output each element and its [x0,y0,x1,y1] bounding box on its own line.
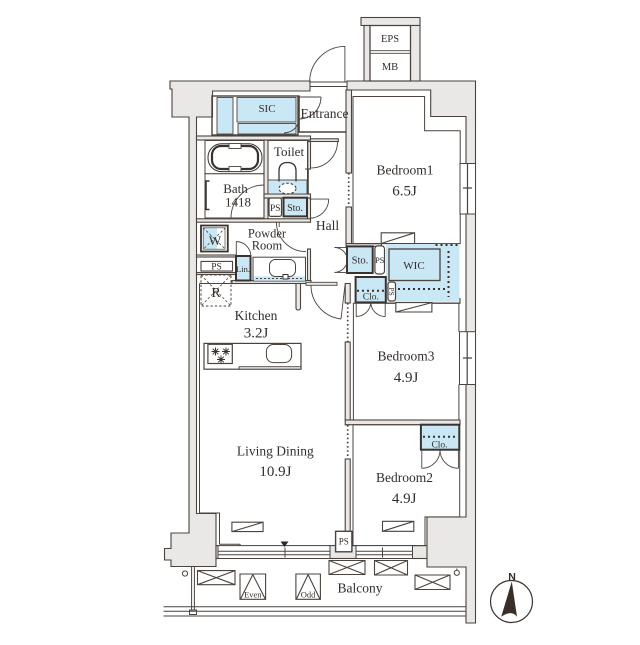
svg-text:3.2J: 3.2J [244,325,269,341]
svg-text:PS: PS [270,204,281,214]
svg-text:PS: PS [387,287,396,295]
svg-text:Entrance: Entrance [301,106,349,121]
svg-text:EPS: EPS [381,34,399,45]
svg-text:WIC: WIC [403,260,424,272]
svg-text:4.9J: 4.9J [394,370,419,386]
svg-text:MB: MB [382,62,398,73]
svg-text:Sto.: Sto. [352,256,369,267]
svg-text:Bedroom1: Bedroom1 [377,163,434,178]
svg-text:PS: PS [339,536,349,546]
svg-text:6.5J: 6.5J [392,183,417,199]
svg-text:10.9J: 10.9J [259,464,291,480]
svg-text:PS: PS [211,263,222,273]
svg-text:W: W [209,233,222,248]
svg-text:Bath: Bath [223,181,248,196]
svg-text:Hall: Hall [316,218,339,233]
svg-text:Lin.: Lin. [236,264,250,274]
svg-text:Powder: Powder [248,227,287,241]
svg-text:Bedroom3: Bedroom3 [378,349,435,364]
svg-text:Odd: Odd [301,590,316,600]
svg-text:Room: Room [252,239,283,253]
svg-text:Balcony: Balcony [338,581,383,596]
svg-text:PS: PS [375,255,385,265]
svg-text:4.9J: 4.9J [392,491,417,507]
svg-text:Clo.: Clo. [431,440,447,450]
svg-text:Sto.: Sto. [287,203,303,214]
svg-text:SIC: SIC [258,103,275,115]
svg-text:Even: Even [244,590,262,600]
svg-text:R: R [211,286,221,301]
svg-text:Bedroom2: Bedroom2 [376,470,433,485]
svg-text:Living Dining: Living Dining [237,443,314,458]
svg-text:1418: 1418 [225,194,251,209]
svg-text:Kitchen: Kitchen [235,308,278,323]
svg-text:Clo.: Clo. [363,293,379,303]
svg-text:N: N [508,571,516,583]
svg-text:Toilet: Toilet [274,144,305,159]
